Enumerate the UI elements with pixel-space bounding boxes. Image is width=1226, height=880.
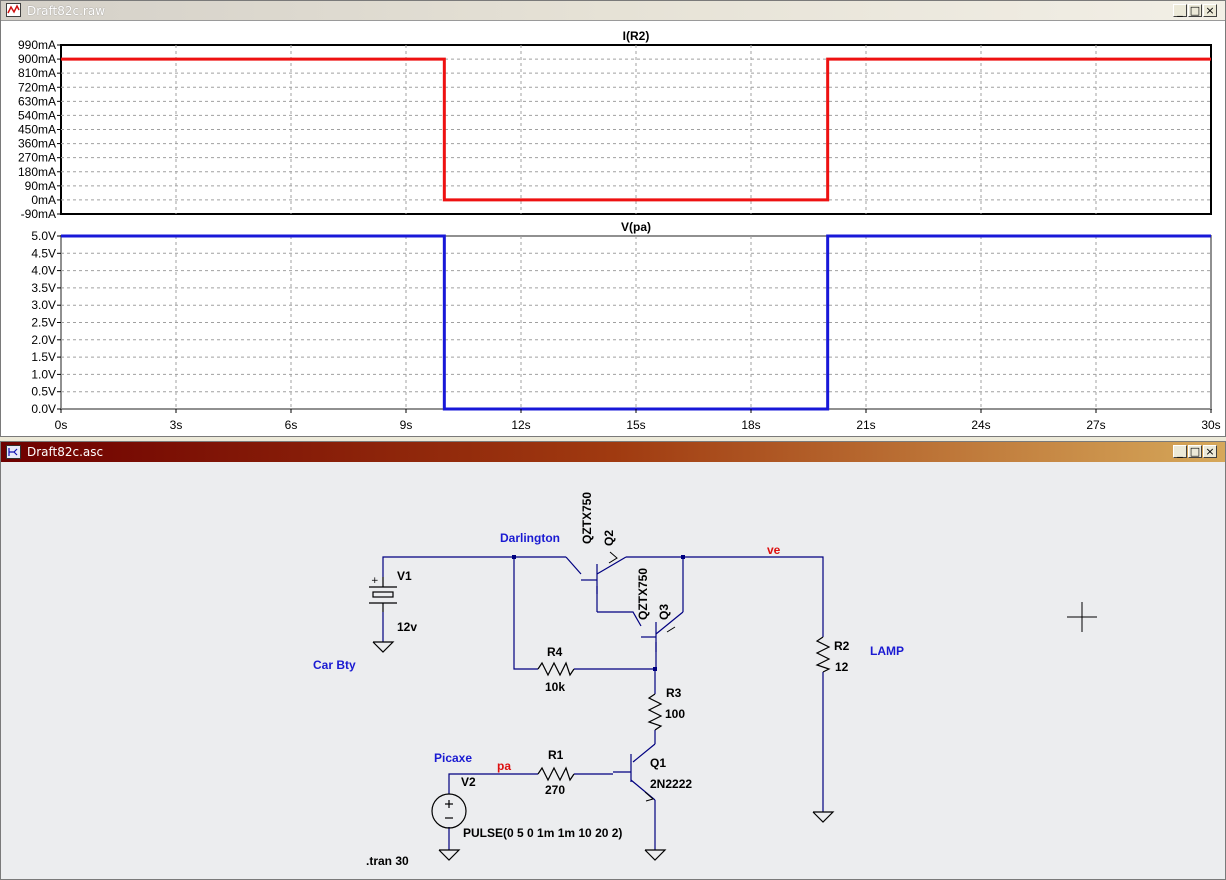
x-tick-label: 6s bbox=[285, 418, 298, 432]
y-tick-label: 450mA bbox=[18, 123, 56, 137]
y-tick-label: 3.5V bbox=[31, 281, 56, 295]
waveform-titlebar[interactable]: Draft82c.raw _ □ × bbox=[1, 1, 1225, 21]
schematic-app-icon bbox=[6, 445, 21, 459]
r1-name-label: R1 bbox=[548, 748, 564, 762]
y-tick-label: 2.5V bbox=[31, 316, 56, 330]
y-tick-label: 5.0V bbox=[31, 229, 56, 243]
q1-name-label: Q1 bbox=[650, 756, 666, 770]
y-tick-label: 0mA bbox=[31, 193, 56, 207]
maximize-button[interactable]: □ bbox=[1188, 4, 1202, 17]
schematic-window: Draft82c.asc _ □ × bbox=[0, 441, 1226, 880]
r4-name-label: R4 bbox=[547, 645, 563, 659]
x-tick-label: 9s bbox=[400, 418, 413, 432]
r2-value-label: 12 bbox=[835, 660, 849, 674]
y-tick-label: 0.0V bbox=[31, 402, 56, 416]
tran-directive-label: .tran 30 bbox=[366, 854, 409, 868]
y-tick-label: 810mA bbox=[18, 66, 56, 80]
ground-icon bbox=[372, 641, 395, 653]
x-tick-label: 30s bbox=[1201, 418, 1220, 432]
waveform-window-title: Draft82c.raw bbox=[27, 4, 106, 18]
junction-dots bbox=[512, 555, 685, 671]
x-tick-label: 18s bbox=[741, 418, 760, 432]
crosshair-cursor-icon bbox=[1067, 602, 1097, 632]
ve-node-label: ve bbox=[767, 543, 781, 557]
v1-value-label: 12v bbox=[397, 620, 417, 634]
pa-node-label: pa bbox=[497, 759, 511, 773]
y-tick-label: 1.5V bbox=[31, 350, 56, 364]
r2-name-label: R2 bbox=[834, 639, 850, 653]
minimize-button[interactable]: _ bbox=[1173, 445, 1187, 458]
ground-icon bbox=[812, 811, 835, 823]
car-bty-label: Car Bty bbox=[313, 658, 356, 672]
q1-model-label: 2N2222 bbox=[650, 777, 692, 791]
v2-name-label: V2 bbox=[461, 775, 476, 789]
y-tick-label: 990mA bbox=[18, 38, 56, 52]
maximize-button[interactable]: □ bbox=[1188, 445, 1202, 458]
x-tick-label: 12s bbox=[511, 418, 530, 432]
y-tick-label: 270mA bbox=[18, 151, 56, 165]
x-tick-label: 24s bbox=[971, 418, 990, 432]
x-tick-label: 3s bbox=[170, 418, 183, 432]
x-tick-label: 15s bbox=[626, 418, 645, 432]
close-button[interactable]: × bbox=[1203, 445, 1217, 458]
y-tick-label: 360mA bbox=[18, 137, 56, 151]
y-tick-label: 720mA bbox=[18, 80, 56, 94]
y-tick-label: 4.5V bbox=[31, 246, 56, 260]
svg-text:+: + bbox=[371, 576, 379, 586]
r4-value-label: 10k bbox=[545, 680, 565, 694]
y-tick-label: 90mA bbox=[25, 179, 56, 193]
darlington-label: Darlington bbox=[500, 531, 560, 545]
y-tick-label: 3.0V bbox=[31, 298, 56, 312]
r3-name-label: R3 bbox=[666, 686, 682, 700]
resistor-r3 bbox=[647, 693, 663, 731]
schematic-titlebar[interactable]: Draft82c.asc _ □ × bbox=[1, 442, 1225, 462]
y-tick-label: 1.0V bbox=[31, 367, 56, 381]
r3-value-label: 100 bbox=[665, 707, 685, 721]
ground-icon bbox=[644, 849, 667, 861]
v1-name-label: V1 bbox=[397, 569, 412, 583]
picaxe-label: Picaxe bbox=[434, 751, 472, 765]
x-tick-label: 21s bbox=[856, 418, 875, 432]
y-tick-label: -90mA bbox=[21, 207, 56, 221]
q2-model-label: QZTX750 bbox=[580, 492, 594, 544]
resistor-r4 bbox=[537, 661, 575, 677]
y-tick-label: 0.5V bbox=[31, 385, 56, 399]
resistor-r1 bbox=[537, 766, 575, 782]
battery-v1-icon: + bbox=[369, 576, 397, 612]
y-tick-label: 180mA bbox=[18, 165, 56, 179]
schematic-wires bbox=[382, 556, 824, 850]
pulse-source-v2-icon bbox=[431, 793, 467, 829]
resistors bbox=[537, 636, 831, 782]
waveform-plot-area[interactable]: 990mA900mA810mA720mA630mA540mA450mA360mA… bbox=[1, 21, 1225, 436]
y-tick-label: 540mA bbox=[18, 108, 56, 122]
schematic-window-title: Draft82c.asc bbox=[27, 445, 104, 459]
y-tick-label: 900mA bbox=[18, 52, 56, 66]
close-button[interactable]: × bbox=[1203, 4, 1217, 17]
trace-line bbox=[61, 57, 1211, 202]
y-tick-label: 4.0V bbox=[31, 264, 56, 278]
q2-name-label: Q2 bbox=[602, 530, 616, 546]
q3-name-label: Q3 bbox=[657, 604, 671, 620]
x-tick-label: 27s bbox=[1086, 418, 1105, 432]
trace-title: I(R2) bbox=[623, 29, 650, 43]
y-tick-label: 2.0V bbox=[31, 333, 56, 347]
q3-model-label: QZTX750 bbox=[636, 568, 650, 620]
ground-icon bbox=[438, 849, 461, 861]
trace-title: V(pa) bbox=[621, 220, 651, 234]
x-tick-label: 0s bbox=[55, 418, 68, 432]
schematic-canvas[interactable]: + Darlington QZTX750 Q2 QZTX750 Q3 ve V1… bbox=[1, 462, 1225, 879]
transistor-arrows bbox=[608, 551, 676, 802]
lamp-label: LAMP bbox=[870, 644, 904, 658]
waveform-app-icon bbox=[6, 3, 21, 17]
y-tick-label: 630mA bbox=[18, 94, 56, 108]
ground-symbols bbox=[372, 641, 835, 861]
minimize-button[interactable]: _ bbox=[1173, 4, 1187, 17]
r1-value-label: 270 bbox=[545, 783, 565, 797]
resistor-r2 bbox=[815, 636, 831, 673]
pulse-spec-label: PULSE(0 5 0 1m 1m 10 20 2) bbox=[463, 826, 622, 840]
